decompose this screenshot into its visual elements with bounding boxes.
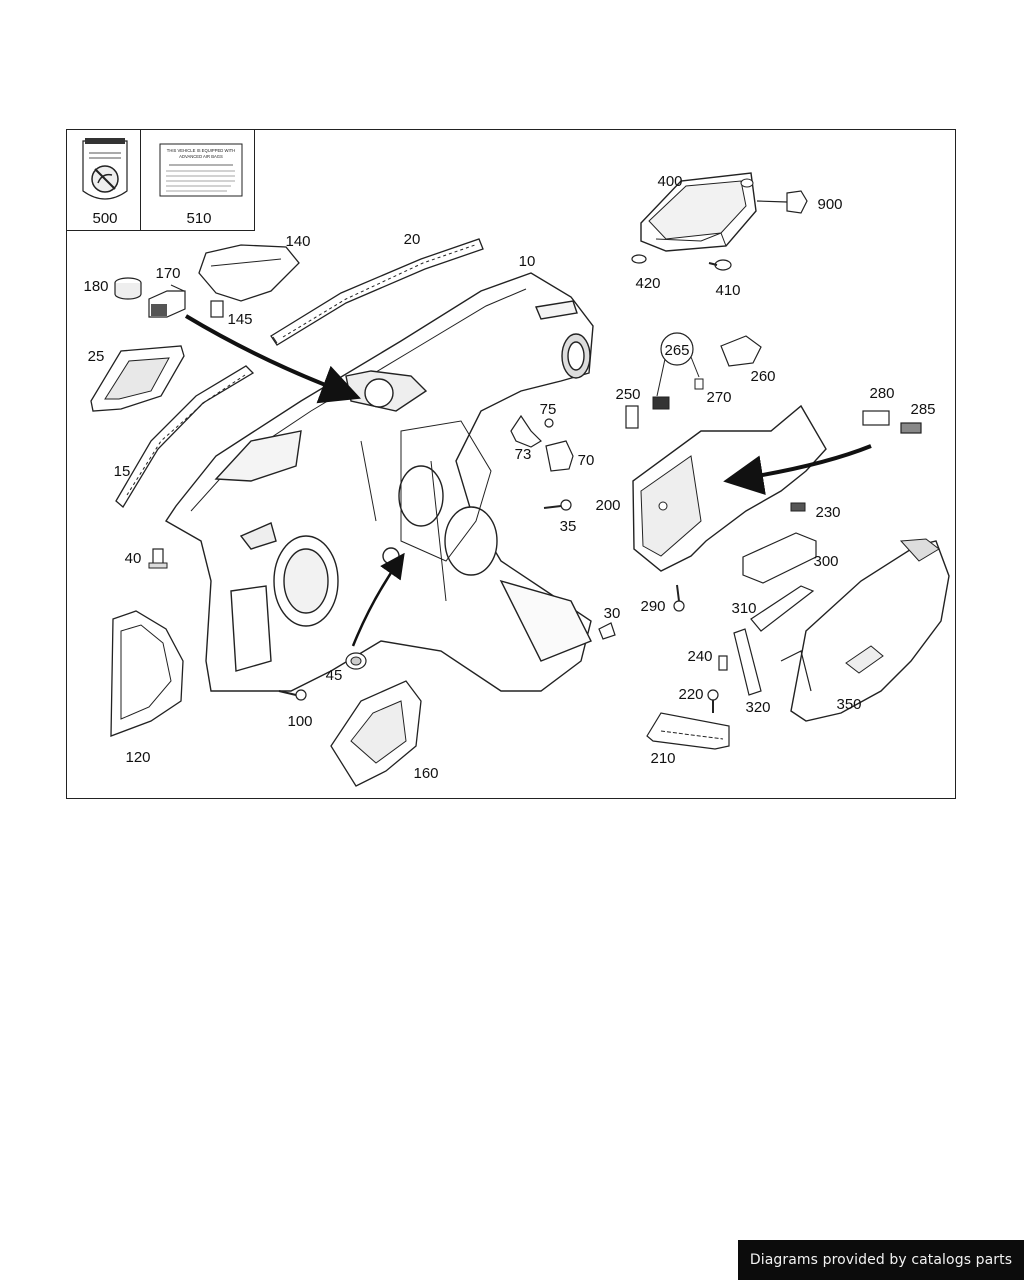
clip-230 bbox=[790, 502, 806, 512]
airbag-warning-sticker-500 bbox=[82, 138, 128, 200]
callout-40: 40 bbox=[125, 550, 142, 567]
arrow-cover-to-dash bbox=[184, 314, 361, 404]
callout-25: 25 bbox=[88, 348, 105, 365]
glovebox-lid-350 bbox=[780, 538, 950, 722]
dashboard-carrier-10 bbox=[165, 272, 594, 692]
assembly-arrows bbox=[184, 314, 872, 647]
callout-145: 145 bbox=[227, 311, 252, 328]
callout-280: 280 bbox=[869, 385, 894, 402]
nut-420 bbox=[631, 254, 647, 264]
bolt-410 bbox=[708, 259, 732, 271]
warning-labels-panel bbox=[67, 130, 255, 231]
callout-270: 270 bbox=[706, 389, 731, 406]
callout-320: 320 bbox=[745, 699, 770, 716]
damper-320 bbox=[733, 628, 762, 696]
arrow-knee-to-dash bbox=[351, 552, 405, 647]
instrument-cover-140 bbox=[198, 244, 300, 302]
passenger-airbag-400 bbox=[640, 172, 757, 252]
bracket-73 bbox=[510, 414, 542, 448]
callout-70: 70 bbox=[578, 452, 595, 469]
side-cover-120 bbox=[110, 610, 184, 737]
tape-roll-180 bbox=[114, 277, 142, 300]
callout-260: 260 bbox=[750, 368, 775, 385]
callout-250: 250 bbox=[615, 386, 640, 403]
label-divider bbox=[140, 130, 141, 230]
callout-310: 310 bbox=[731, 600, 756, 617]
knee-panel-160 bbox=[330, 680, 422, 787]
exploded-parts-diagram: THIS VEHICLE IS EQUIPPED WITH ADVANCED A… bbox=[82, 138, 950, 787]
defroster-strip-20 bbox=[270, 238, 484, 346]
label-510-heading-1: THIS VEHICLE IS EQUIPPED WITH bbox=[167, 148, 235, 153]
callout-900: 900 bbox=[817, 196, 842, 213]
arrow-bumper-to-box bbox=[723, 444, 872, 495]
callout-15: 15 bbox=[114, 463, 131, 480]
callout-30: 30 bbox=[604, 605, 621, 622]
callout-410: 410 bbox=[715, 282, 740, 299]
callout-180: 180 bbox=[83, 278, 108, 295]
callout-290: 290 bbox=[640, 598, 665, 615]
bumper-285 bbox=[900, 422, 922, 434]
screw-100 bbox=[278, 689, 307, 701]
callout-265: 265 bbox=[664, 342, 689, 359]
callout-10: 10 bbox=[519, 253, 536, 270]
callout-45: 45 bbox=[326, 667, 343, 684]
footer-credit-badge: Diagrams provided by catalogs parts bbox=[738, 1240, 1024, 1280]
switch-250 bbox=[625, 405, 639, 429]
callout-35: 35 bbox=[560, 518, 577, 535]
latch-260 bbox=[720, 335, 762, 367]
nut-75 bbox=[544, 418, 554, 428]
callout-400: 400 bbox=[657, 173, 682, 190]
clip-40 bbox=[148, 548, 168, 569]
insert-300 bbox=[742, 532, 817, 584]
callout-200: 200 bbox=[595, 497, 620, 514]
callout-210: 210 bbox=[650, 750, 675, 767]
hinge-310 bbox=[750, 585, 815, 632]
callout-20: 20 bbox=[404, 231, 421, 248]
callout-300: 300 bbox=[813, 553, 838, 570]
callout-510: 510 bbox=[186, 210, 211, 227]
callout-285: 285 bbox=[910, 401, 935, 418]
connector-900 bbox=[756, 190, 808, 214]
callout-500: 500 bbox=[92, 210, 117, 227]
vent-frame-25 bbox=[90, 345, 185, 412]
callout-140: 140 bbox=[285, 233, 310, 250]
callout-100: 100 bbox=[287, 713, 312, 730]
screw-220 bbox=[707, 689, 719, 713]
module-70 bbox=[545, 440, 574, 472]
callout-230: 230 bbox=[815, 504, 840, 521]
advanced-airbag-label-510: THIS VEHICLE IS EQUIPPED WITH ADVANCED A… bbox=[159, 143, 243, 197]
callout-labels: 500 510 10 15 20 25 30 35 40 45 70 73 75… bbox=[83, 173, 935, 782]
callout-160: 160 bbox=[413, 765, 438, 782]
bumper-280 bbox=[862, 410, 890, 426]
callout-420: 420 bbox=[635, 275, 660, 292]
tray-210 bbox=[646, 712, 730, 750]
screw-290 bbox=[673, 584, 685, 612]
callout-120: 120 bbox=[125, 749, 150, 766]
clip-145 bbox=[210, 300, 224, 318]
callout-240: 240 bbox=[687, 648, 712, 665]
callout-73: 73 bbox=[515, 446, 532, 463]
damper-240 bbox=[718, 655, 728, 671]
callout-220: 220 bbox=[678, 686, 703, 703]
lamp-housing-265-group bbox=[652, 332, 704, 410]
diagram-frame: THIS VEHICLE IS EQUIPPED WITH ADVANCED A… bbox=[66, 129, 956, 799]
callout-350: 350 bbox=[836, 696, 861, 713]
screw-35 bbox=[543, 499, 572, 511]
clip-30 bbox=[598, 622, 616, 640]
callout-170: 170 bbox=[155, 265, 180, 282]
callout-75: 75 bbox=[540, 401, 557, 418]
leader-lines bbox=[170, 284, 278, 344]
label-510-heading-2: ADVANCED AIR BAGS bbox=[179, 154, 223, 159]
side-defroster-strip-15 bbox=[115, 365, 255, 508]
foam-block-170 bbox=[148, 290, 186, 318]
grommet-45 bbox=[345, 652, 367, 670]
